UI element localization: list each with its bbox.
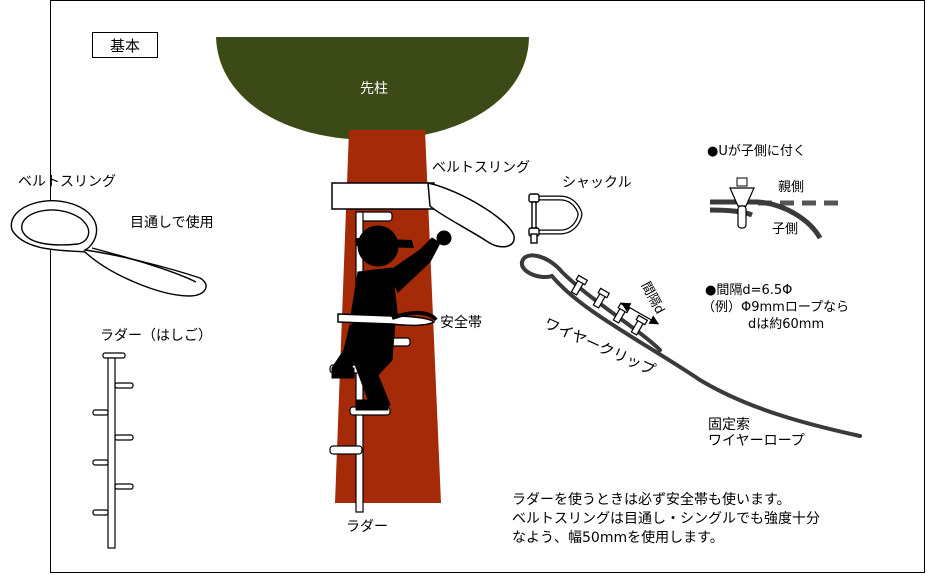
tree-crown [216,37,529,140]
belt-sling-tail [427,182,515,248]
ladder-standalone [92,352,134,549]
usage-note: ラダーを使うときは必ず安全帯も使います。 ベルトスリングは目通し・シングルでも強… [512,491,820,548]
eye-through-label: 目通しで使用 [130,215,214,231]
belt-sling-center-label: ベルトスリング [432,160,530,176]
fixing-rope-label-2: ワイヤーロープ [708,433,805,449]
interval-example: （例）Φ9mmロープなら [702,300,850,315]
child-side-label: 子側 [772,222,799,237]
wire-rope [519,253,862,438]
wire-clips [570,274,649,336]
usage-note-line-2: ベルトスリングは目通し・シングルでも強度十分 [512,511,820,527]
diagram-frame [50,0,925,573]
pole-label: 先柱 [360,81,388,97]
fixing-rope-label-1: 固定索 [708,417,750,433]
diagram-tag: 基本 [92,32,158,58]
safety-belt-wrap [391,311,438,322]
u-clip-note: ●Uが子側に付く [707,144,806,159]
ladder-bottom-label: ラダー [346,519,388,535]
interval-formula: ●間隔d=6.5Φ [705,283,793,298]
shackle-label: シャックル [562,175,632,191]
usage-note-line-3: なよう、幅50mmを使用します。 [512,530,724,546]
belt-sling-loop [10,200,207,297]
u-clip-detail [709,177,845,240]
shackle-icon [528,193,583,244]
ladder-hashigo-label: ラダー（はしご） [100,328,212,344]
parent-side-label: 親側 [778,180,805,195]
interval-arrow [620,302,660,325]
belt-sling-left-label: ベルトスリング [18,174,116,190]
usage-note-line-1: ラダーを使うときは必ず安全帯も使います。 [512,492,791,508]
climber-figure [331,225,452,411]
interval-result: dは約60mm [748,317,825,332]
safety-belt-label: 安全帯 [440,315,482,331]
belt-sling-band [331,182,435,210]
